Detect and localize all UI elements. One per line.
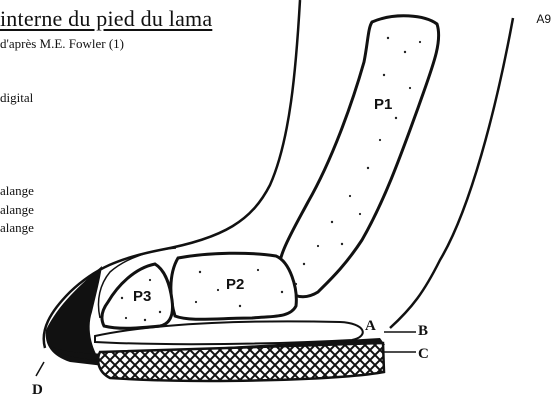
bone-p1: [278, 16, 439, 297]
figure-number: A9: [536, 12, 551, 26]
label-a: A: [365, 318, 376, 335]
label-c: C: [418, 346, 429, 363]
claw: [46, 266, 104, 366]
label-p2: P2: [226, 276, 244, 293]
side-note-phalanx-2: alange: [0, 202, 34, 218]
label-p1: P1: [374, 96, 392, 113]
label-b: B: [418, 323, 428, 340]
label-d: D: [32, 382, 43, 399]
digital-cushion: [98, 343, 384, 381]
side-note-digital: digital: [0, 90, 33, 106]
side-note-phalanx-1: alange: [0, 183, 34, 199]
figure-source: d'après M.E. Fowler (1): [0, 36, 124, 52]
figure-title: interne du pied du lama: [0, 6, 212, 32]
label-p3: P3: [133, 288, 151, 305]
side-note-phalanx-3: alange: [0, 220, 34, 236]
